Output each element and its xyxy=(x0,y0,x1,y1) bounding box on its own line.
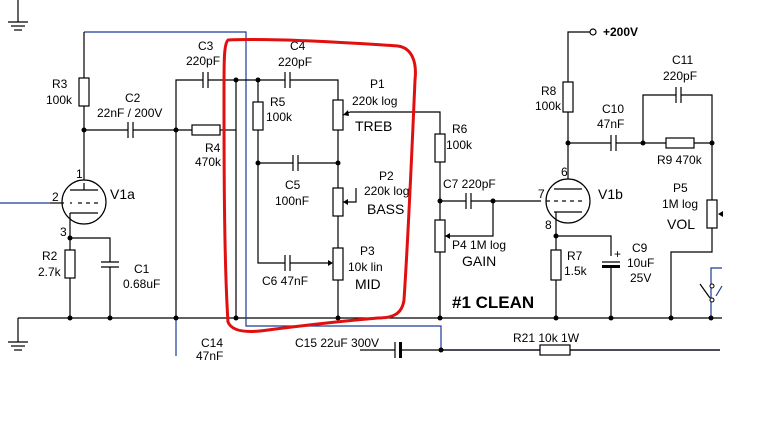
v1b-pin6: 6 xyxy=(561,165,568,179)
c11-value: 220pF xyxy=(663,69,697,83)
pot-p3 xyxy=(332,247,344,281)
supply-terminal xyxy=(567,28,597,82)
v1a-pin3: 3 xyxy=(60,225,67,239)
r3-name: R3 xyxy=(52,77,68,91)
v1b-label: V1b xyxy=(598,186,623,202)
r2-name: R2 xyxy=(42,249,58,263)
p1-name: P1 xyxy=(370,77,385,91)
resistor-r3 xyxy=(78,77,90,107)
c15-name: C15 22uF 300V xyxy=(295,336,379,350)
p2-value: 220k log xyxy=(364,184,409,198)
p1-function: TREB xyxy=(355,118,392,134)
r7-value: 1.5k xyxy=(564,264,588,278)
resistor-r5 xyxy=(252,101,264,131)
c4-name: C4 xyxy=(290,39,306,53)
v1b-pin7: 7 xyxy=(538,187,545,201)
p5-value: 1M log xyxy=(662,197,698,211)
v1b-pin8: 8 xyxy=(545,218,552,232)
r6-name: R6 xyxy=(452,122,468,136)
tube-v1a xyxy=(50,179,107,238)
r21-name: R21 10k 1W xyxy=(513,331,580,345)
resistor-r8 xyxy=(562,81,574,113)
capacitor-c9-plate-b xyxy=(602,265,620,268)
r7-name: R7 xyxy=(567,249,583,263)
pot-p4 xyxy=(434,219,446,253)
section-title: #1 CLEAN xyxy=(452,293,534,312)
c14-value: 47nF xyxy=(196,349,223,363)
c9-rating: 25V xyxy=(630,271,651,285)
c9-name: C9 xyxy=(632,241,648,255)
r6-value: 100k xyxy=(446,138,473,152)
p2-name: P2 xyxy=(379,169,394,183)
p4-name: P4 1M log xyxy=(452,238,506,252)
c10-name: C10 xyxy=(602,102,624,116)
pot-p2 xyxy=(332,187,344,217)
p2-function: BASS xyxy=(367,201,404,217)
c10-value: 47nF xyxy=(597,117,624,131)
c1-name: C1 xyxy=(134,262,150,276)
resistor-r7 xyxy=(550,249,562,281)
r4-name: R4 xyxy=(205,141,221,155)
c6-name: C6 47nF xyxy=(262,274,308,288)
c14-name: C14 xyxy=(201,336,223,350)
v1a-pin1: 1 xyxy=(76,167,83,181)
c5-value: 100nF xyxy=(275,194,309,208)
resistor-r4 xyxy=(191,124,221,136)
v1a-label: V1a xyxy=(110,186,135,202)
r3-value: 100k xyxy=(46,93,73,107)
c11-name: C11 xyxy=(672,53,693,67)
p5-function: VOL xyxy=(667,216,695,232)
r9-name: R9 470k xyxy=(657,153,703,167)
v1a-pin2: 2 xyxy=(52,190,59,204)
supply-label: +200V xyxy=(603,25,638,39)
r5-value: 100k xyxy=(266,110,293,124)
tube-v1b xyxy=(545,178,591,236)
ground-symbol-top-left xyxy=(8,0,28,31)
r8-name: R8 xyxy=(541,84,557,98)
c2-name: C2 xyxy=(125,91,141,105)
pot-p1 xyxy=(332,99,344,131)
pot-p5 xyxy=(706,199,718,229)
r8-value: 100k xyxy=(535,99,562,113)
highlight-loop xyxy=(222,37,417,333)
p3-name: P3 xyxy=(360,244,375,258)
p4-function: GAIN xyxy=(462,253,496,269)
c5-name: C5 xyxy=(285,178,301,192)
c4-value: 220pF xyxy=(278,55,312,69)
capacitor-c15-plate-b xyxy=(399,342,402,358)
c2-value: 22nF / 200V xyxy=(97,106,162,120)
c3-name: C3 xyxy=(198,39,214,53)
switch-fragment xyxy=(699,283,723,303)
resistor-r2 xyxy=(64,249,76,279)
ground-symbol-bottom-left xyxy=(8,318,28,351)
p3-value: 10k lin xyxy=(348,260,383,274)
c3-value: 220pF xyxy=(186,54,220,68)
resistor-r21 xyxy=(539,344,571,356)
c9-value: 10uF xyxy=(627,256,654,270)
p3-function: MID xyxy=(355,276,381,292)
r2-value: 2.7k xyxy=(38,265,62,279)
c7-name: C7 220pF xyxy=(443,177,496,191)
p5-name: P5 xyxy=(673,181,688,195)
c9-polarity-mark: + xyxy=(614,247,621,261)
junction-dots xyxy=(67,77,715,353)
resistor-r6 xyxy=(434,133,446,163)
r5-name: R5 xyxy=(270,95,286,109)
resistor-r9 xyxy=(665,137,695,149)
c1-value: 0.68uF xyxy=(123,277,160,291)
p1-value: 220k log xyxy=(352,94,397,108)
r4-value: 470k xyxy=(195,155,222,169)
